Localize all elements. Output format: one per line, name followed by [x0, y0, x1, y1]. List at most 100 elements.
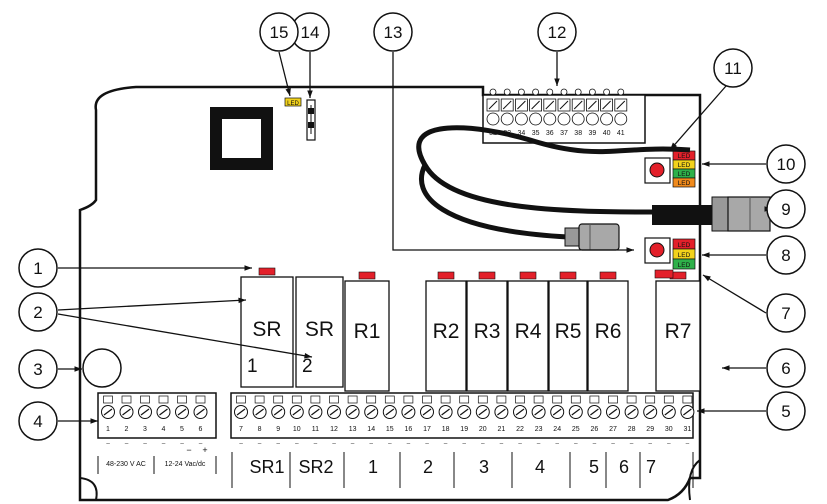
group-label: 1 — [368, 457, 378, 477]
top-terminal-hole — [600, 112, 613, 126]
terminal-tilde: ~ — [106, 441, 110, 448]
terminal-number: 13 — [349, 426, 357, 433]
arrow-head — [74, 366, 82, 372]
callout-12: 12 — [537, 12, 577, 86]
relay-led — [654, 269, 674, 279]
relay-body — [548, 280, 588, 392]
relay-5: R3 — [466, 271, 508, 392]
push-button-8 — [644, 237, 671, 264]
terminal-number: 4 — [162, 426, 166, 433]
callout-circle — [18, 349, 58, 389]
top-terminal-number: 39 — [589, 130, 597, 137]
callout-circle — [537, 12, 577, 52]
top-terminal-pin — [560, 88, 568, 96]
top-terminal-pin — [532, 88, 539, 96]
terminal-tab — [626, 395, 637, 404]
arrow-head — [304, 353, 312, 359]
terminal-tab — [121, 395, 132, 404]
arrow-head — [626, 247, 634, 253]
relay-label: R5 — [555, 320, 582, 343]
terminal-tab — [329, 395, 339, 404]
relay-body — [344, 280, 390, 392]
arrow-head — [722, 365, 730, 371]
push-button-11 — [644, 157, 671, 184]
relay-led — [358, 271, 376, 280]
callout-number: 8 — [781, 246, 790, 265]
arrow-head — [238, 297, 246, 304]
relay-body — [295, 276, 344, 388]
terminal-tab — [177, 395, 187, 404]
terminal-number: 20 — [479, 426, 487, 433]
callout-number: 15 — [270, 23, 289, 42]
callout-circle — [18, 401, 58, 441]
leader-line — [702, 274, 767, 314]
terminal-tab — [384, 395, 395, 404]
terminal-tab — [663, 395, 674, 404]
callout-number: 12 — [548, 23, 567, 42]
terminal-tilde: ~ — [313, 441, 317, 448]
callout-9: 9 — [764, 189, 806, 229]
terminal-tilde: ~ — [537, 441, 541, 448]
terminal-tab — [347, 395, 358, 404]
terminal-tilde: ~ — [143, 441, 147, 448]
callout-number: 14 — [301, 23, 320, 42]
terminal-tilde: ~ — [481, 441, 485, 448]
cable — [416, 125, 691, 215]
callout-number: 6 — [781, 359, 790, 378]
callout-circle — [766, 144, 806, 184]
relay-body — [240, 276, 294, 388]
terminal-tab — [291, 395, 302, 404]
led-label: LED — [678, 171, 691, 178]
relay-label: R3 — [474, 320, 501, 343]
terminal-number: 10 — [293, 426, 301, 433]
arrow-head — [90, 418, 98, 424]
relay-led — [599, 271, 617, 280]
terminal-tilde: ~ — [667, 441, 671, 448]
callout-6: 6 — [722, 348, 806, 388]
terminal-tab — [140, 395, 150, 404]
callout-1: 1 — [18, 248, 252, 288]
top-terminal-pin — [589, 88, 596, 96]
callout-number: 2 — [33, 303, 42, 322]
top-terminal-pin — [603, 88, 610, 96]
terminal-tab — [477, 395, 488, 404]
top-terminal-hole — [500, 112, 514, 126]
terminal-number: 14 — [367, 426, 375, 433]
terminal-number: 3 — [143, 426, 147, 433]
terminal-number: 8 — [258, 426, 262, 433]
round-component — [82, 348, 122, 388]
leader-line — [278, 51, 291, 97]
callout-circle — [373, 12, 413, 52]
top-terminal-hole — [543, 112, 557, 126]
top-terminal-hole — [529, 112, 542, 126]
top-terminal-pin — [574, 88, 582, 96]
terminal-tilde: ~ — [425, 441, 429, 448]
terminal-tilde: ~ — [198, 441, 202, 448]
relay-1: SR1 — [240, 267, 294, 388]
relay-body — [466, 280, 508, 392]
terminal-tilde: ~ — [258, 441, 262, 448]
terminal-number: 12 — [330, 426, 338, 433]
leader-line — [392, 52, 634, 251]
terminal-tilde: ~ — [499, 441, 503, 448]
terminal-number: 31 — [684, 426, 692, 433]
relay-led — [258, 267, 276, 276]
relay-body — [655, 280, 701, 392]
group-label: SR1 — [249, 457, 284, 477]
terminal-tab — [310, 395, 321, 404]
relay-terminal-block: 7~8~9~10~11~12~13~14~15~16~17~18~19~20~2… — [230, 392, 695, 448]
callout-number: 7 — [781, 304, 790, 323]
callout-15: 15 — [259, 12, 299, 97]
svg-text:LED: LED — [287, 101, 299, 107]
terminal-tab — [195, 395, 206, 404]
connector-small — [564, 223, 620, 251]
arrow-head — [244, 265, 252, 271]
terminal-number: 5 — [180, 426, 184, 433]
relay-body — [587, 280, 629, 392]
terminal-number: 7 — [239, 426, 243, 433]
group-label: 4 — [535, 457, 545, 477]
terminal-number: 2 — [125, 426, 129, 433]
